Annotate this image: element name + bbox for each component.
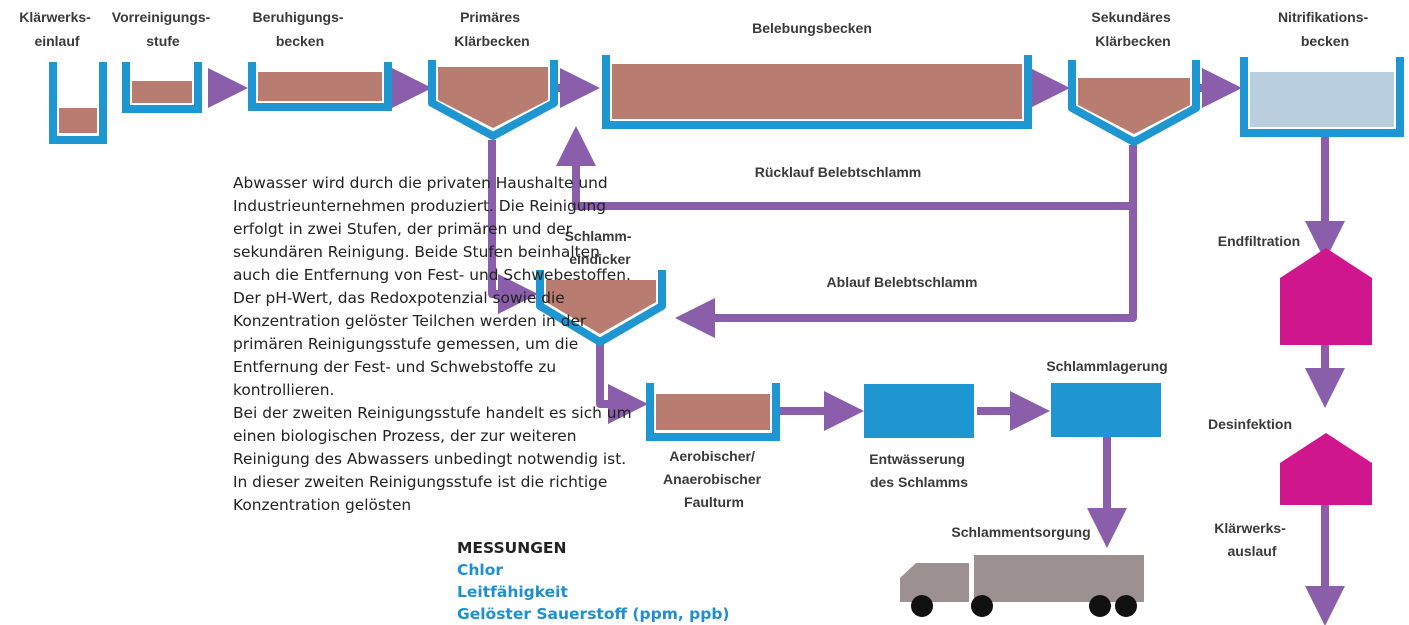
label-settling: Beruhigungs- becken (253, 9, 348, 49)
measurement-item: Chlor (457, 561, 504, 579)
label-dewatering: Entwässerung des Schlamms (869, 451, 969, 490)
label-pre-treatment: Vorreinigungs- stufe (112, 9, 214, 49)
label-excess-sludge: Ablauf Belebtschlamm (827, 274, 978, 290)
measurements-list: MESSUNGEN Chlor Leitfähigkeit Gelöster S… (457, 537, 730, 625)
description-paragraph-1: Abwasser wird durch die privaten Haushal… (233, 174, 631, 399)
inlet-tank (49, 62, 107, 144)
label-thickener: Schlamm- eindicker (565, 228, 636, 267)
dewatering-unit (864, 384, 974, 438)
label-aeration: Belebungsbecken (752, 20, 872, 36)
measurement-item: Gelöster Sauerstoff (ppm, ppb) (457, 605, 730, 623)
label-final-filtration: Endfiltration (1218, 233, 1300, 249)
label-digester: Aerobischer/ Anaerobischer Faulturm (663, 448, 765, 510)
label-disposal: Schlammentsorgung (951, 524, 1090, 540)
secondary-clarifier (1068, 60, 1200, 146)
sludge-thickener (536, 270, 666, 346)
label-nitrification: Nitrifikations- becken (1278, 9, 1372, 49)
label-secondary: Sekundäres Klärbecken (1091, 9, 1174, 49)
label-disinfection: Desinfektion (1208, 416, 1292, 432)
pre-treatment-tank (122, 62, 202, 113)
description-paragraph-2: Bei der zweiten Reinigungsstufe handelt … (233, 404, 632, 514)
flow-arrow-primary-to-thickener (488, 140, 538, 314)
measurement-item: Leitfähigkeit (457, 583, 568, 601)
label-return-sludge: Rücklauf Belebtschlamm (755, 164, 922, 180)
digester-tank (646, 383, 780, 441)
sludge-truck (900, 555, 1144, 617)
aeration-tank (602, 55, 1032, 129)
disinfection-unit (1280, 433, 1372, 505)
label-inlet: Klärwerks- einlauf (19, 9, 94, 49)
sludge-storage (1051, 383, 1161, 437)
flow-arrow-thickener-to-digester (596, 342, 648, 424)
label-primary: Primäres Klärbecken (454, 9, 529, 49)
label-outlet: Klärwerks- auslauf (1214, 520, 1289, 559)
measurements-title: MESSUNGEN (457, 539, 567, 557)
nitrification-tank (1240, 57, 1404, 137)
process-description: Abwasser wird durch die privaten Haushal… (233, 172, 633, 517)
settling-tank (248, 62, 392, 111)
final-filtration-unit (1280, 248, 1372, 345)
flow-arrow-return-sludge (556, 126, 1137, 210)
label-storage: Schlammlagerung (1046, 358, 1167, 374)
primary-clarifier (428, 60, 558, 140)
flow-arrow-excess-sludge (675, 206, 1137, 338)
